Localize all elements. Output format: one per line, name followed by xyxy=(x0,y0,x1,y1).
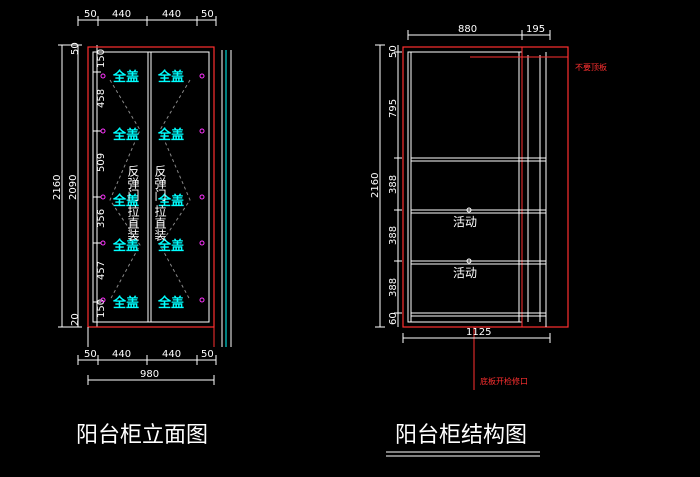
row-dim-0: 50 xyxy=(70,42,81,55)
right-row-dim-4: 388 xyxy=(388,278,399,297)
bottom-dim-3: 440 xyxy=(162,349,181,360)
door-text2-right: 拉直装 xyxy=(153,204,167,242)
top-dim-1: 50 xyxy=(84,9,97,20)
shelf-label-1: 活动 xyxy=(453,215,477,229)
outer-height-dim: 2160 xyxy=(52,175,63,200)
door-text-right: 反弹门 xyxy=(153,165,167,201)
row-dim-6: 150 xyxy=(96,299,107,318)
top-dim-2: 440 xyxy=(112,9,131,20)
right-row-dim-3: 388 xyxy=(388,226,399,245)
row-dim-1: 150 xyxy=(96,49,107,68)
panel-label: 全盖 xyxy=(157,69,184,85)
row-dim-7: 20 xyxy=(70,313,81,326)
structure-view: 880 195 2160 50 795 388 388 388 60 xyxy=(370,24,607,457)
top-dim-4: 50 xyxy=(201,9,214,20)
door-text2-left: 拉直装 xyxy=(126,204,140,242)
right-row-dim-5: 60 xyxy=(388,312,399,325)
inner-height-dim: 2090 xyxy=(68,175,79,200)
elevation-title: 阳台柜立面图 xyxy=(76,423,208,448)
structure-title: 阳台柜结构图 xyxy=(395,423,527,448)
panel-label: 全盖 xyxy=(157,127,184,143)
row-dim-5: 457 xyxy=(96,261,107,280)
door-text-left: 反弹门 xyxy=(126,165,140,201)
panel-label: 全盖 xyxy=(112,127,139,143)
panel-label: 全盖 xyxy=(112,295,139,311)
top-dim-3: 440 xyxy=(162,9,181,20)
right-row-dim-2: 388 xyxy=(388,175,399,194)
elevation-view: 50 440 440 50 2160 2090 50 150 458 509 3… xyxy=(52,9,232,448)
top-dim-195: 195 xyxy=(526,24,545,35)
right-row-dim-1: 795 xyxy=(388,99,399,118)
right-row-dim-0: 50 xyxy=(388,45,399,58)
bottom-dim-4: 50 xyxy=(201,349,214,360)
row-dim-4: 356 xyxy=(96,209,107,228)
panel-label: 全盖 xyxy=(112,69,139,85)
row-dim-2: 458 xyxy=(96,89,107,108)
note-bottom: 底板开检修口 xyxy=(480,376,528,386)
top-dim-880: 880 xyxy=(458,24,477,35)
panel-label: 全盖 xyxy=(157,238,184,254)
bottom-dim-2: 440 xyxy=(112,349,131,360)
right-total-width: 1125 xyxy=(466,327,491,338)
panel-label: 全盖 xyxy=(157,193,184,209)
bottom-dim-1: 50 xyxy=(84,349,97,360)
row-dim-3: 509 xyxy=(96,153,107,172)
panel-label: 全盖 xyxy=(157,295,184,311)
total-width-dim: 980 xyxy=(140,369,159,380)
shelf-label-2: 活动 xyxy=(453,266,477,280)
panel-label: 全盖 xyxy=(112,193,139,209)
right-outer-height: 2160 xyxy=(370,173,381,198)
panel-label: 全盖 xyxy=(112,238,139,254)
note-top: 不要顶板 xyxy=(575,62,607,72)
